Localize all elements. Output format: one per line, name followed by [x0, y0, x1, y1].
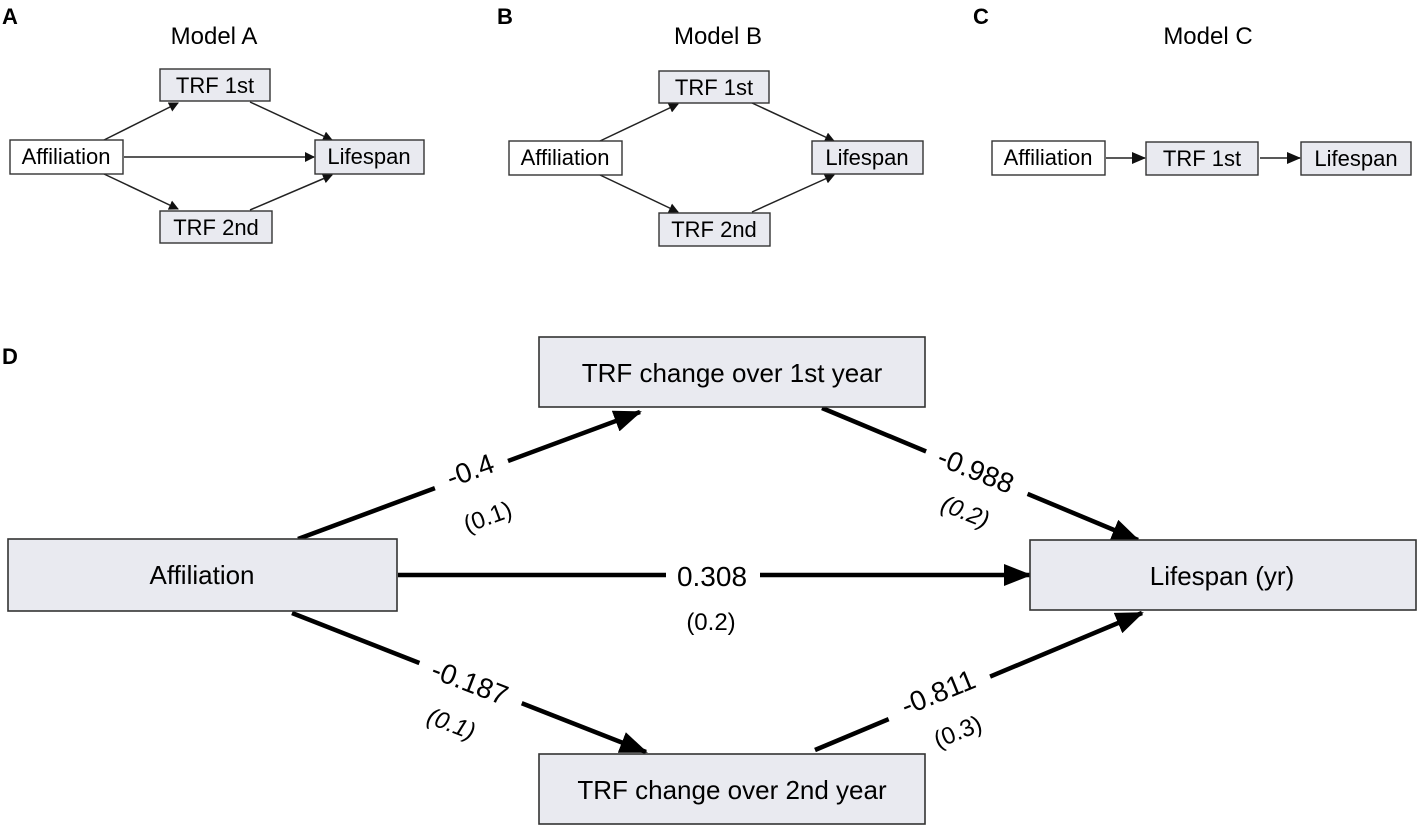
panel-d-se-trf2-life: (0.3)	[930, 711, 986, 755]
panel-d-se-aff-trf1: (0.1)	[460, 496, 516, 538]
panel-d-node-affiliation-label: Affiliation	[149, 560, 254, 590]
panel-b-node-lifespan-label: Lifespan	[825, 145, 908, 170]
panel-a-node-lifespan: Lifespan	[314, 139, 425, 175]
panel-b-edge-trf1-life	[751, 102, 835, 142]
panel-c-letter: C	[973, 4, 989, 29]
panel-a-node-trf1-label: TRF 1st	[176, 73, 254, 98]
panel-b-edge-aff-trf1	[599, 103, 679, 142]
panel-a-edge-aff-trf1	[103, 102, 179, 141]
panel-c-title: Model C	[1163, 23, 1252, 50]
panel-c-node-lifespan: Lifespan	[1300, 141, 1412, 176]
panel-b-edge-aff-trf2	[599, 174, 679, 213]
panel-a-node-affiliation: Affiliation	[9, 139, 124, 175]
panel-b-node-affiliation: Affiliation	[508, 140, 623, 176]
panel-a-edge-trf2-life	[249, 173, 333, 211]
panel-a-node-trf1: TRF 1st	[159, 68, 271, 102]
panel-a-node-lifespan-label: Lifespan	[327, 144, 410, 169]
panel-d-se-aff-life: (0.2)	[686, 609, 735, 636]
panel-d-node-affiliation: Affiliation	[7, 538, 398, 612]
panel-b-letter: B	[497, 4, 513, 29]
panel-d-label-bg-trf2-life	[877, 650, 997, 734]
panel-d-node-lifespan-label: Lifespan (yr)	[1150, 561, 1295, 591]
panel-a-node-affiliation-label: Affiliation	[22, 144, 111, 169]
panel-d-node-trf2: TRF change over 2nd year	[538, 753, 926, 825]
panel-d-label-bg-aff-trf2	[411, 641, 531, 723]
panel-d: D -0.4 (0.1) -0.988 (0.2) 0.308 (0.2) -0…	[2, 336, 1417, 825]
panel-a-edge-aff-trf2	[103, 173, 179, 210]
panel-d-coef-aff-life: 0.308	[677, 561, 747, 592]
panel-d-node-lifespan: Lifespan (yr)	[1029, 539, 1417, 611]
panel-b-node-trf2-label: TRF 2nd	[671, 217, 757, 242]
panel-a-title: Model A	[171, 23, 258, 50]
panel-d-node-trf1: TRF change over 1st year	[538, 336, 926, 408]
panel-d-se-aff-trf2: (0.1)	[423, 703, 479, 746]
panel-b-node-trf1-label: TRF 1st	[675, 75, 753, 100]
panel-d-node-trf2-label: TRF change over 2nd year	[577, 775, 887, 805]
panel-a-node-trf2: TRF 2nd	[159, 210, 273, 244]
panel-d-label-bg-aff-trf1	[424, 433, 514, 502]
panel-d-node-trf1-label: TRF change over 1st year	[582, 358, 883, 388]
panel-b: B Model B Affiliation TRF 1st TRF 2nd Li…	[497, 4, 924, 247]
panel-b-node-lifespan: Lifespan	[811, 140, 924, 175]
panel-c-node-affiliation-label: Affiliation	[1004, 145, 1093, 170]
panel-b-edge-trf2-life	[751, 174, 835, 213]
panel-d-letter: D	[2, 344, 18, 369]
panel-d-label-bg-trf1-life	[917, 431, 1037, 514]
panel-a-letter: A	[2, 4, 18, 29]
panel-b-node-trf2: TRF 2nd	[658, 212, 771, 247]
panel-a: A Model A Affiliation TRF 1st TRF 2nd Li…	[2, 4, 425, 244]
panel-b-title: Model B	[674, 23, 762, 50]
panel-c-node-trf1-label: TRF 1st	[1163, 146, 1241, 171]
panel-c-node-affiliation: Affiliation	[991, 140, 1106, 176]
panel-c: C Model C Affiliation TRF 1st Lifespan	[973, 4, 1412, 176]
panel-b-node-trf1: TRF 1st	[658, 70, 770, 104]
panel-b-node-affiliation-label: Affiliation	[521, 145, 610, 170]
panel-c-node-trf1: TRF 1st	[1145, 141, 1259, 176]
panel-a-edge-trf1-life	[249, 101, 333, 141]
panel-a-node-trf2-label: TRF 2nd	[173, 215, 259, 240]
panel-c-node-lifespan-label: Lifespan	[1314, 146, 1397, 171]
